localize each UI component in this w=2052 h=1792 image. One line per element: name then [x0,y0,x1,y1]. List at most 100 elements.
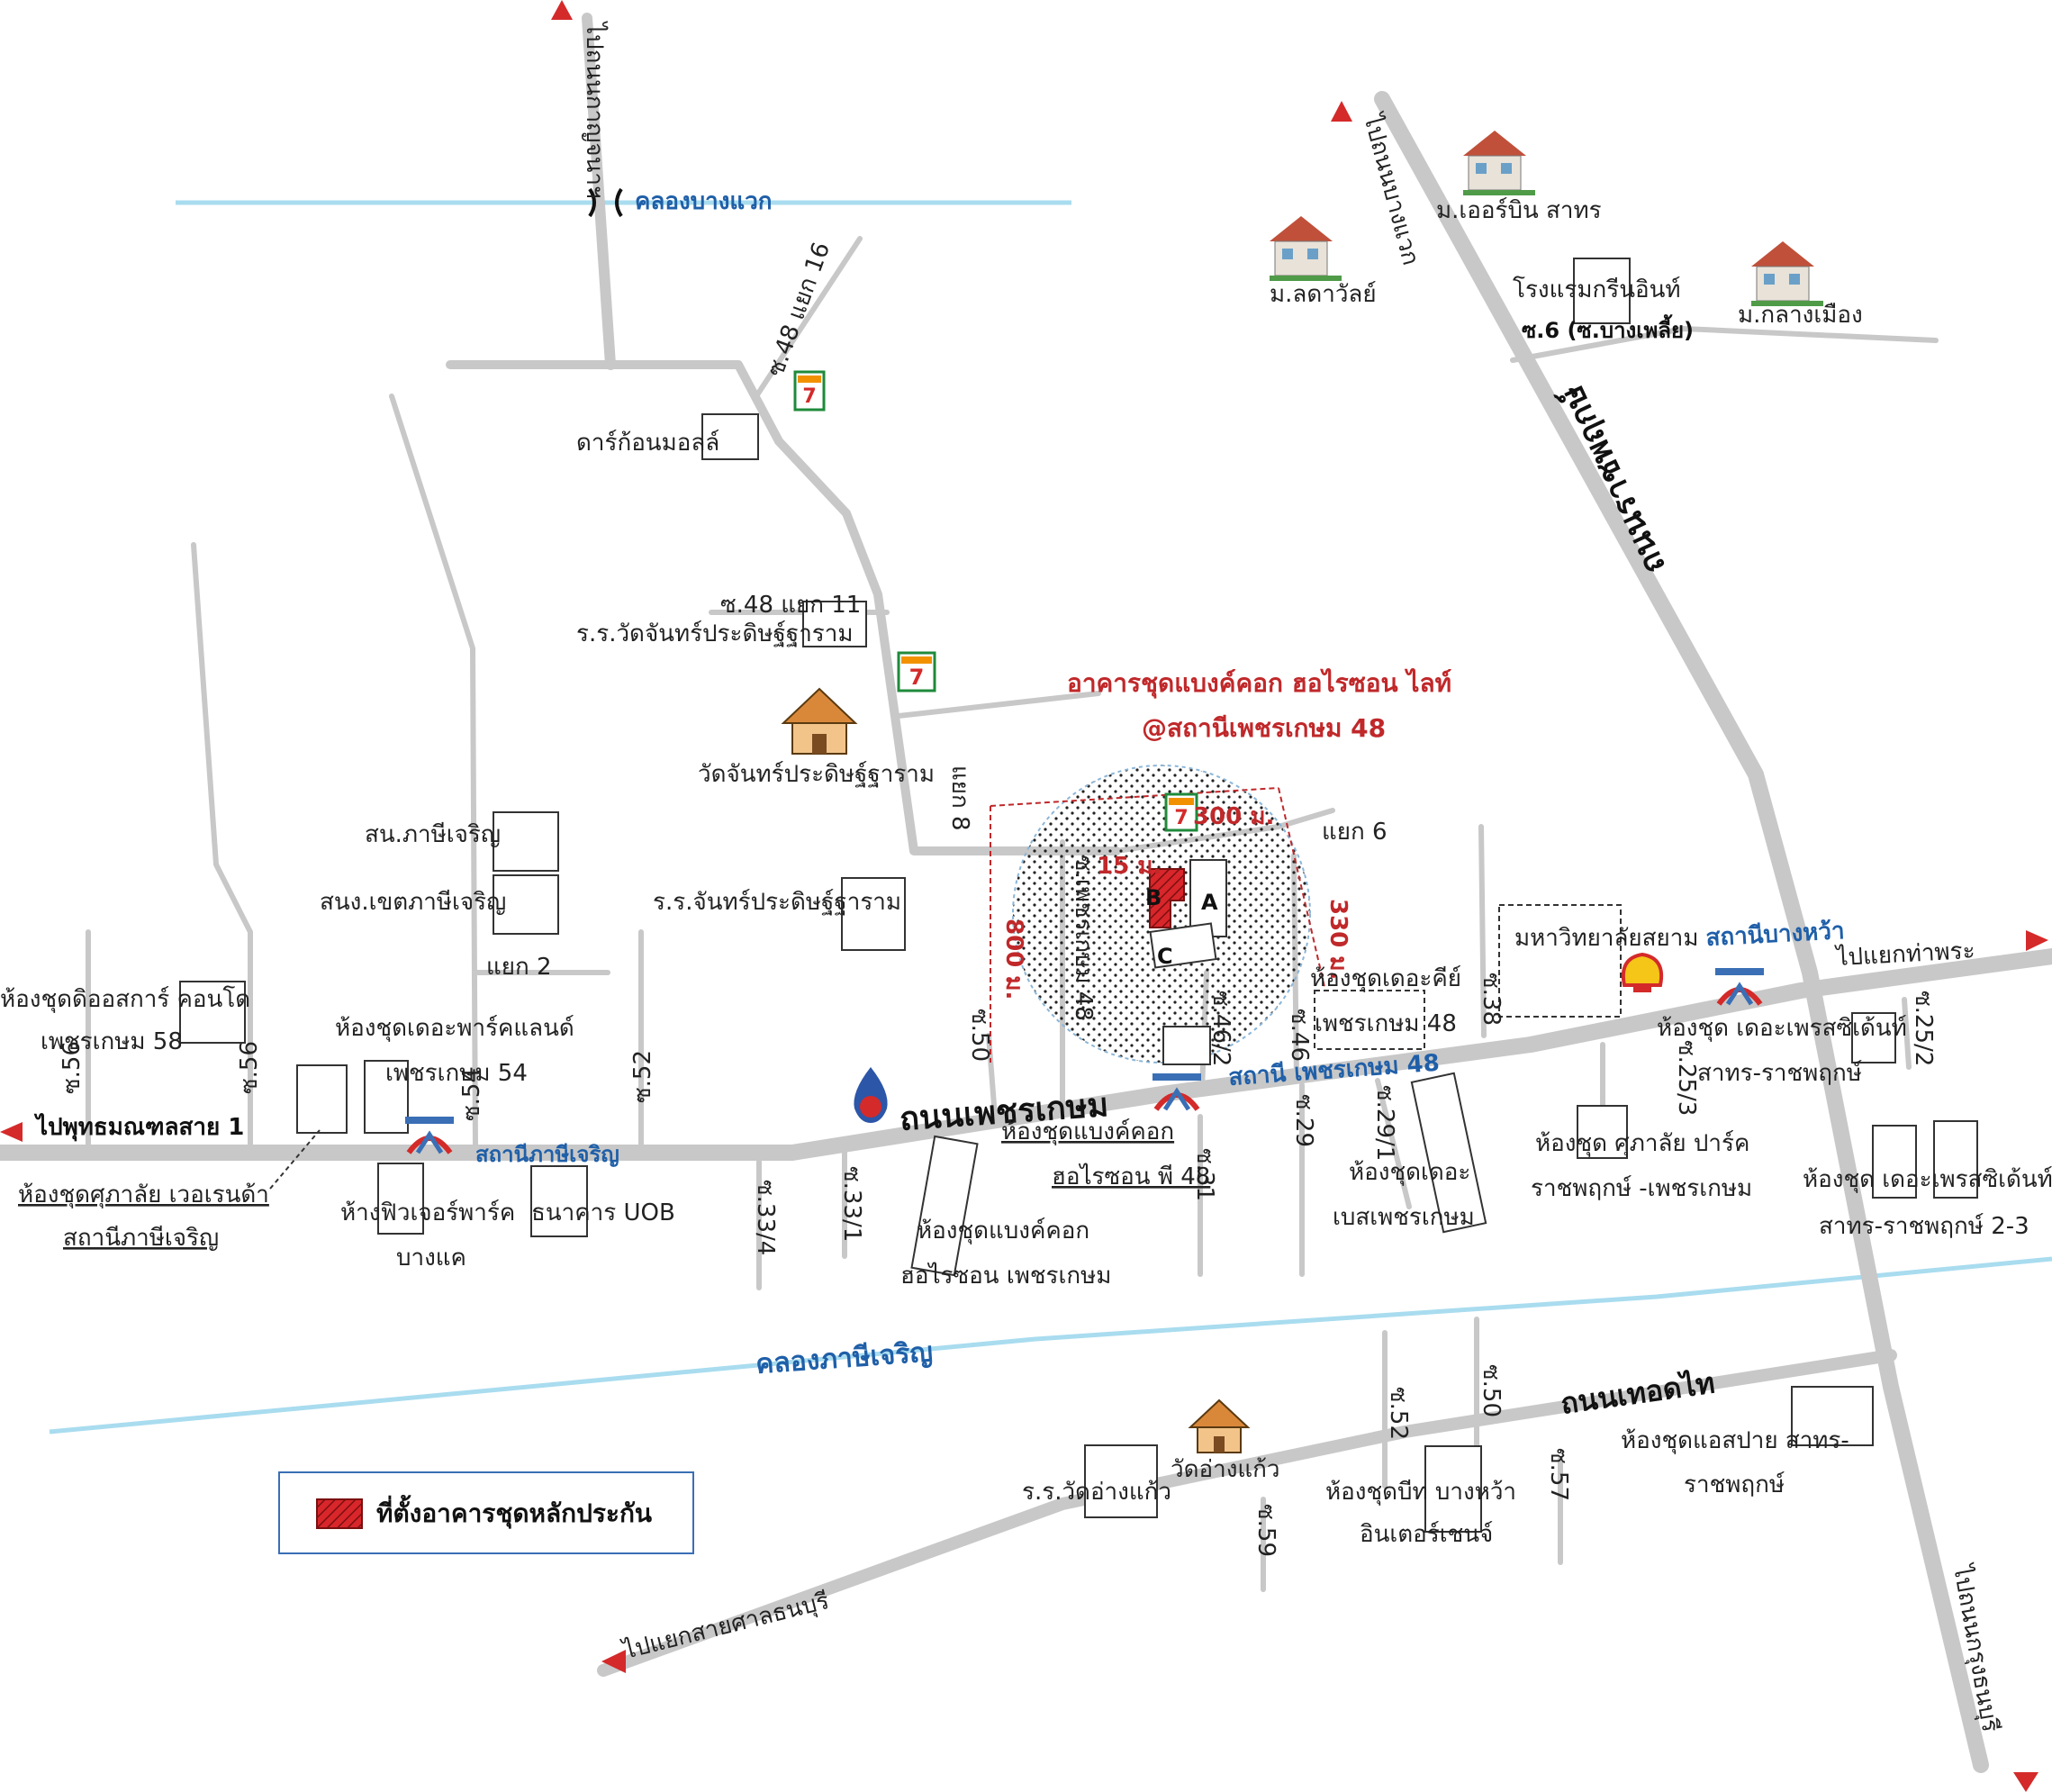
arrow-icon [0,1122,23,1142]
place-horizon-p48-line2: ฮอไรซอน พี 48 [1052,1163,1210,1190]
soi-label-29: ซ.29 [1290,1094,1317,1147]
arrow-icon [2026,930,2048,951]
road-soi-29-1 [1375,1078,1412,1209]
canal-label-bang-waek: คลองบางแวก [635,188,773,215]
place-dragon-mall: ดาร์ก้อนมอลล์ [576,430,719,457]
place-aspire-line1: ห้องชุดแอสปาย สาทร- [1621,1427,1849,1454]
road-soi48-branch [896,691,1101,719]
ptt-icon [854,1067,888,1123]
soi-label-8: แยก 8 [946,765,973,831]
place-wat-ang-kaeo: วัดอ่างแก้ว [1171,1456,1280,1483]
place-president1-line2: สาทร-ราชพฤกษ์ [1697,1060,1863,1087]
arrow-icon [551,0,573,20]
house-icon [1751,241,1823,306]
soi-label-6-bangphli: ซ.6 (ซ.บางเพลี้ย) [1522,313,1694,343]
canal-label-phasi-charoen: คลองภาษีเจริญ [755,1336,934,1380]
place-parkland-line2: เพชรเกษม 54 [385,1060,528,1087]
place-wat-chan: วัดจันทร์ประดิษฐ์ฐาราม [698,761,935,788]
place-supalai-park-line2: ราชพฤกษ์ -เพชรเกษม [1531,1175,1752,1202]
place-president2-line1: ห้องชุด เดอะเพรสซิเด้นท์ [1803,1166,2052,1193]
bts-icon [1153,1073,1201,1111]
place-future-park-line1: ห้างฟิวเจอร์พาร์ค [340,1199,515,1226]
road-soi-38 [1478,824,1487,1038]
station-label-bang-wa: สถานีบางหว้า [1705,918,1845,952]
canal-phasi-charoen-line [49,1256,2052,1435]
distance-15: 15 ม. [1097,853,1162,880]
legend-label: ที่ตั้งอาคารชุดหลักประกัน [376,1494,652,1529]
soi-label-6: แยก 6 [1322,819,1388,846]
place-president1-line1: ห้องชุด เดอะเพรสซิเด้นท์ [1657,1015,1907,1042]
main-title-line2: @สถานีเพชรเกษม 48 [1142,713,1386,743]
soi-label-46-2: ซ.46/2 [1207,991,1234,1066]
svg-text:7: 7 [909,665,925,690]
place-future-park-line2: บางแค [396,1244,466,1272]
distance-330: 330 ม. [1324,899,1351,980]
temple-icon [781,687,858,755]
svg-text:7: 7 [1174,807,1188,829]
temple-icon [1188,1398,1251,1453]
arrow-icon [2013,1772,2038,1792]
soi-label-38: ซ.38 [1478,973,1505,1026]
road-soi-6-bangphli [1510,326,1939,363]
collateral-building [1149,868,1185,928]
road-soi-west-2 [191,542,253,1146]
place-everbin: ม.เออร์บิน สาทร [1436,197,1602,224]
place-beat-line2: อินเตอร์เชนจ์ [1360,1521,1493,1548]
place-supalai-park-line1: ห้องชุด ศุภาลัย ปาร์ค [1535,1130,1749,1157]
road-network [0,13,2052,1773]
soi-label-50: ซ.50 [966,1009,993,1062]
place-president2-line2: สาทร-ราชพฤกษ์ 2-3 [1819,1213,2029,1240]
station-48-box [1162,1026,1211,1065]
place-the-key-line2: เพชรเกษม 48 [1315,1010,1457,1037]
road-label-thoet-thai: ถนนเทอดไท [1559,1365,1717,1421]
road-label-to-phutthamonthon: ไปพุทธมณฑลสาย 1 [33,1112,244,1142]
soi-label-25-3: ซ.25/3 [1673,1040,1700,1116]
legend-swatch [316,1498,363,1529]
soi-label-52b: ซ.52 [1385,1387,1412,1440]
seven-eleven-icon: 7 [897,651,936,692]
building-c-label: C [1157,944,1173,969]
seven-eleven-icon: 7 [1164,792,1198,832]
legend: ที่ตั้งอาคารชุดหลักประกัน [278,1471,694,1554]
soi-label-48-11: ซ.48 แยก 11 [720,592,861,619]
soi-label-59: ซ.59 [1252,1504,1279,1557]
station-label-phasi-charoen: สถานีภาษีเจริญ [475,1142,619,1167]
place-uob: ธนาคาร UOB [531,1199,675,1226]
building-boxes [179,258,1978,1533]
place-condo-58-line2: เพชรเกษม 58 [41,1028,183,1055]
building-a-label: A [1201,890,1218,915]
distance-lines [990,787,1333,1063]
seven-eleven-icon: 7 [793,370,826,412]
soi-label-2: แยก 2 [486,954,552,981]
place-parkland-line1: ห้องชุดเดอะพาร์คแลนด์ [335,1015,574,1042]
place-beat-line1: ห้องชุดบีท บางหว้า [1325,1479,1516,1506]
soi-label-48: ซ.เพชรเกษม 48 [1070,855,1097,1021]
place-klang-muang: ม.กลางเมือง [1738,302,1863,329]
soi-label-54: ซ.54 [458,1068,485,1121]
place-condo-58-line1: ห้องชุดดิออสการ์ คอนโด [0,985,250,1013]
place-district-hall: สนง.เขตภาษีเจริญ [320,889,506,916]
place-the-base-line1: ห้องชุดเดอะ [1349,1159,1470,1186]
road-phetkasem [0,948,2052,1161]
road-label-to-san-thonburi: ไปแยกสายศาลธนบุรี [619,1587,832,1665]
main-title-line1: อาคารชุดแบงค์คอก ฮอไรซอน ไลท์ [1067,668,1451,699]
soi-label-46: ซ.46 [1286,1009,1313,1062]
station-label-phetkasem48: สถานี เพชรเกษม 48 [1227,1050,1440,1091]
arrow-icon [601,1650,626,1673]
soi-label-33-4: ซ.33/4 [752,1180,779,1255]
road-thoet-thai [597,1349,1897,1677]
soi-label-52: ซ.52 [629,1050,656,1103]
place-the-base-line2: เบสเพชรเกษม [1333,1204,1475,1231]
soi-label-29-1: ซ.29/1 [1371,1085,1398,1161]
distance-300: 300 ม. [1193,803,1274,830]
place-district-office: สน.ภาษีเจริญ [365,821,501,848]
road-soi48-16 [754,236,863,399]
bridge-icon [588,187,623,218]
place-supalai-line1: ห้องชุดศุภาลัย เวอเรนด้า [18,1181,269,1208]
shell-icon [1622,952,1663,992]
arrow-icon [1331,101,1352,122]
bts-icon [405,1117,454,1154]
soi-label-31: ซ.31 [1191,1148,1218,1201]
road-label-to-kanchana: ไปถนนกาญจนาฯ [581,21,609,199]
